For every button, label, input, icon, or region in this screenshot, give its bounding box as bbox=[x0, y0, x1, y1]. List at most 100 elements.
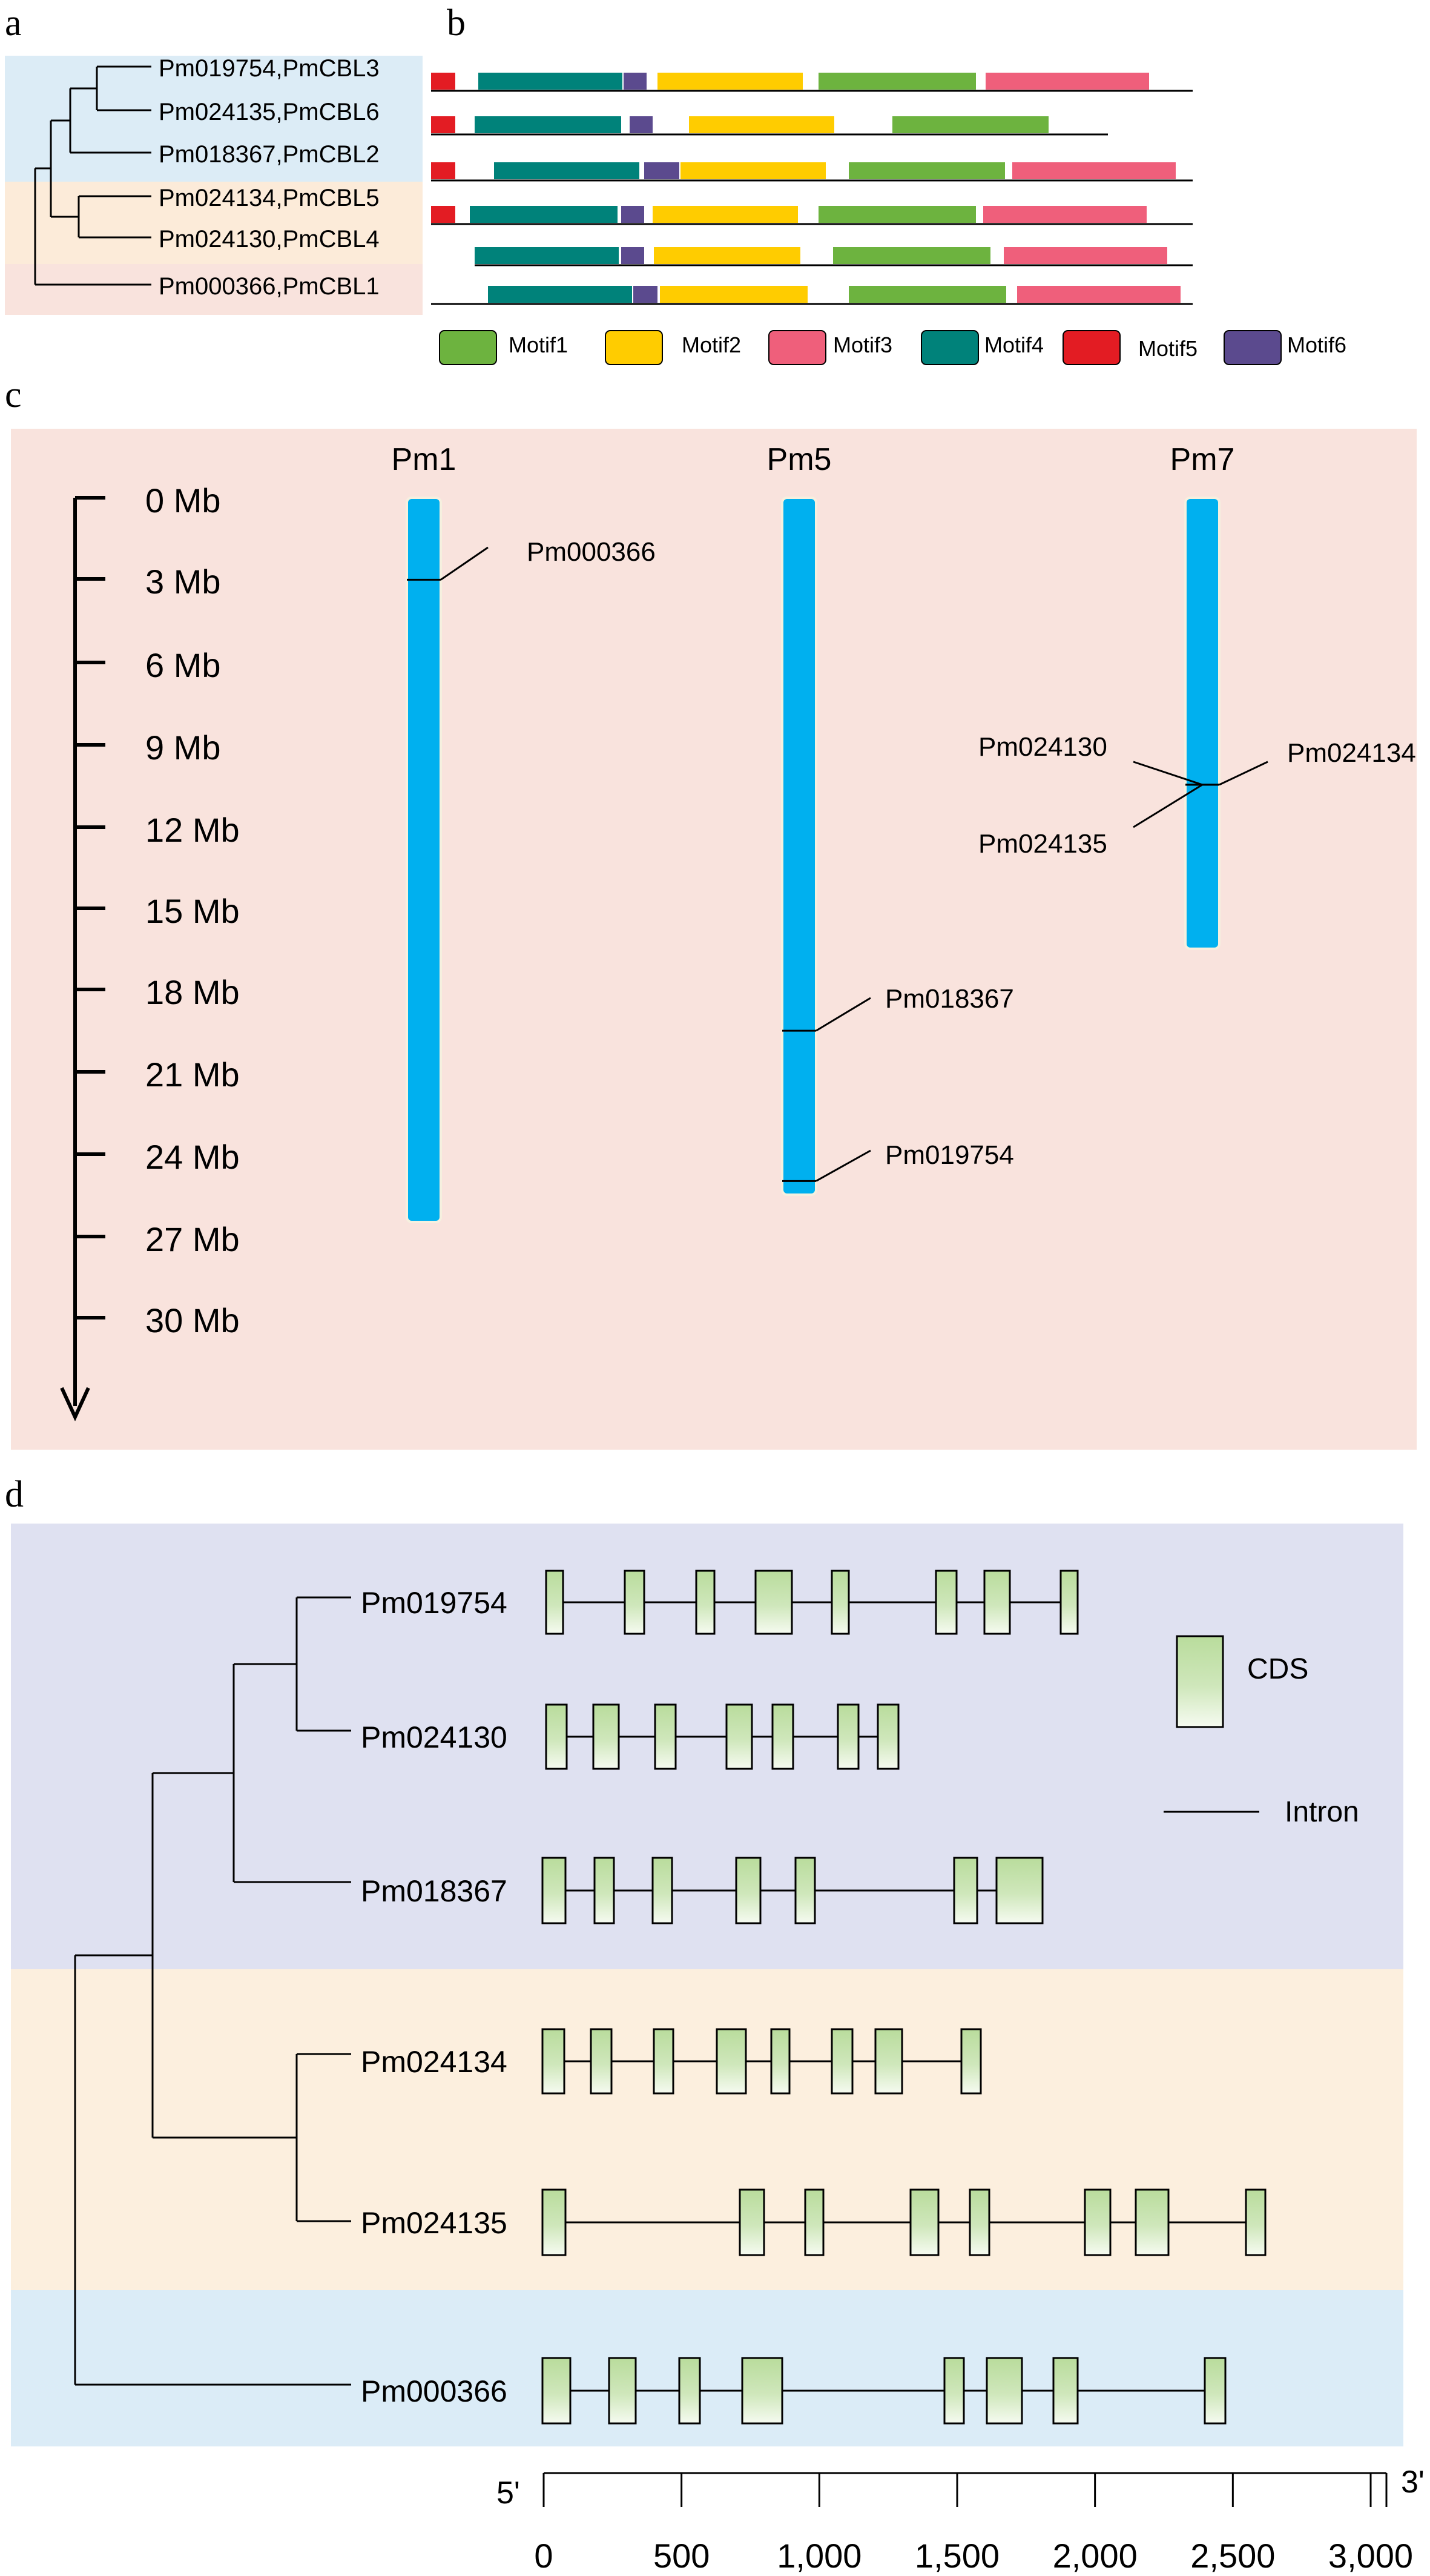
chromosome-gene-label: Pm024135 bbox=[978, 829, 1107, 859]
panel-d-tree bbox=[74, 1596, 351, 2386]
cds-exon bbox=[654, 1703, 677, 1770]
scale-tick-label: 12 Mb bbox=[145, 811, 240, 849]
motif5-block bbox=[431, 206, 455, 223]
cds-exon bbox=[804, 2188, 825, 2256]
scale-tick-label: 0 Mb bbox=[145, 481, 221, 520]
motif1-block bbox=[833, 247, 990, 264]
bp-axis-tick-label: 2,000 bbox=[1053, 2537, 1138, 2575]
panel-b-motif-rows bbox=[431, 73, 1193, 305]
panel-a-tree bbox=[34, 65, 151, 286]
panel-a-gene-label: Pm000366,PmCBL1 bbox=[159, 273, 380, 300]
chromosome-name: Pm1 bbox=[392, 442, 456, 477]
chromosome-bar bbox=[781, 497, 817, 1196]
chromosome-gene-label: Pm024130 bbox=[978, 732, 1107, 762]
cds-exon bbox=[541, 1857, 567, 1924]
panel-a-labels: Pm019754,PmCBL3 Pm024135,PmCBL6 Pm018367… bbox=[159, 55, 380, 300]
cds-exon bbox=[695, 1570, 716, 1635]
cds-exon bbox=[1052, 2357, 1079, 2425]
motif4-block bbox=[475, 116, 621, 133]
cds-exon bbox=[739, 2188, 765, 2256]
cds-exon bbox=[608, 2357, 637, 2425]
cds-exon bbox=[983, 1570, 1011, 1635]
gene-label-leader bbox=[440, 546, 489, 581]
motif3-swatch bbox=[768, 330, 826, 365]
cds-exon bbox=[794, 1857, 816, 1924]
cds-exon bbox=[545, 1703, 568, 1770]
cds-exon bbox=[874, 2028, 903, 2095]
gene-structure-label: Pm024135 bbox=[361, 2206, 507, 2240]
motif1-block bbox=[892, 116, 1049, 133]
panel-a-group-1 bbox=[5, 56, 423, 182]
panel-c-background bbox=[11, 429, 1417, 1450]
panel-a-gene-label: Pm024130,PmCBL4 bbox=[159, 226, 380, 253]
chromosome-gene-label: Pm018367 bbox=[885, 984, 1014, 1014]
cds-exon bbox=[1084, 2188, 1112, 2256]
cds-exon bbox=[593, 1857, 615, 1924]
scale-tick-label: 27 Mb bbox=[145, 1220, 240, 1258]
cds-exon bbox=[541, 2028, 565, 2095]
scale-tick-label: 18 Mb bbox=[145, 973, 240, 1011]
cds-exon bbox=[1135, 2188, 1170, 2256]
motif6-block bbox=[621, 247, 644, 264]
cds-exon bbox=[770, 2028, 791, 2095]
panel-d-gene-structures: Pm019754Pm024130Pm018367Pm024134Pm024135… bbox=[361, 1570, 1267, 2425]
motif4-block bbox=[478, 73, 622, 90]
motif5-label: Motif5 bbox=[1138, 336, 1198, 361]
cds-exon bbox=[909, 2188, 940, 2256]
motif5-swatch bbox=[1063, 330, 1121, 365]
scale-tick-label: 3 Mb bbox=[145, 563, 221, 601]
bp-axis-tick-label: 0 bbox=[534, 2537, 553, 2575]
cds-exon bbox=[624, 1570, 645, 1635]
gene-label-leader bbox=[815, 1149, 871, 1182]
panel-d-legend: CDS Intron bbox=[1164, 1635, 1359, 1828]
bp-axis-tick-label: 1,500 bbox=[915, 2537, 1000, 2575]
cds-legend-swatch bbox=[1176, 1635, 1224, 1728]
motif3-block bbox=[1012, 162, 1176, 179]
cds-legend-label: CDS bbox=[1247, 1653, 1308, 1685]
panel-a-group-2 bbox=[5, 182, 423, 264]
cds-exon bbox=[541, 2357, 572, 2425]
motif2-block bbox=[689, 116, 834, 133]
motif3-block bbox=[986, 73, 1149, 90]
chromosome-bar bbox=[406, 497, 442, 1224]
chromosome-bar bbox=[1184, 497, 1221, 950]
cds-exon bbox=[725, 1703, 753, 1770]
panel-a-group-3 bbox=[5, 264, 423, 315]
motif2-block bbox=[680, 162, 826, 179]
cds-exon bbox=[541, 2188, 567, 2256]
scale-tick-label: 24 Mb bbox=[145, 1138, 240, 1176]
motif6-block bbox=[633, 286, 657, 303]
cds-exon bbox=[735, 1857, 762, 1924]
motif2-block bbox=[653, 206, 798, 223]
cds-exon bbox=[953, 1857, 978, 1924]
motif4-block bbox=[494, 162, 639, 179]
motif4-block bbox=[475, 247, 619, 264]
gene-label-leader bbox=[815, 997, 871, 1032]
chromosome-name: Pm5 bbox=[767, 442, 832, 477]
gene-structure-label: Pm024130 bbox=[361, 1720, 507, 1754]
cds-exon bbox=[969, 2188, 990, 2256]
panel-c-letter: c bbox=[5, 374, 22, 415]
cds-exon bbox=[741, 2357, 783, 2425]
cds-exon bbox=[590, 2028, 613, 2095]
panel-a-gene-label: Pm024134,PmCBL5 bbox=[159, 185, 380, 211]
motif1-block bbox=[819, 206, 976, 223]
chromosome-name: Pm7 bbox=[1170, 442, 1235, 477]
intron-legend-label: Intron bbox=[1285, 1796, 1359, 1828]
cds-exon bbox=[831, 2028, 854, 2095]
cds-exon bbox=[837, 1703, 860, 1770]
motif1-block bbox=[819, 73, 976, 90]
motif3-label: Motif3 bbox=[833, 332, 892, 357]
panel-a-gene-label: Pm018367,PmCBL2 bbox=[159, 141, 380, 168]
motif1-label: Motif1 bbox=[509, 332, 568, 357]
motif4-block bbox=[488, 286, 632, 303]
panel-b-legend: Motif1 Motif2 Motif3 Motif4 Motif5 Motif… bbox=[439, 330, 1346, 365]
scale-tick-label: 9 Mb bbox=[145, 728, 221, 767]
panel-a-gene-label: Pm024135,PmCBL6 bbox=[159, 99, 380, 125]
motif3-block bbox=[1017, 286, 1181, 303]
cds-exon bbox=[592, 1703, 620, 1770]
cds-exon bbox=[545, 1570, 564, 1635]
gene-label-leader bbox=[1219, 761, 1268, 786]
